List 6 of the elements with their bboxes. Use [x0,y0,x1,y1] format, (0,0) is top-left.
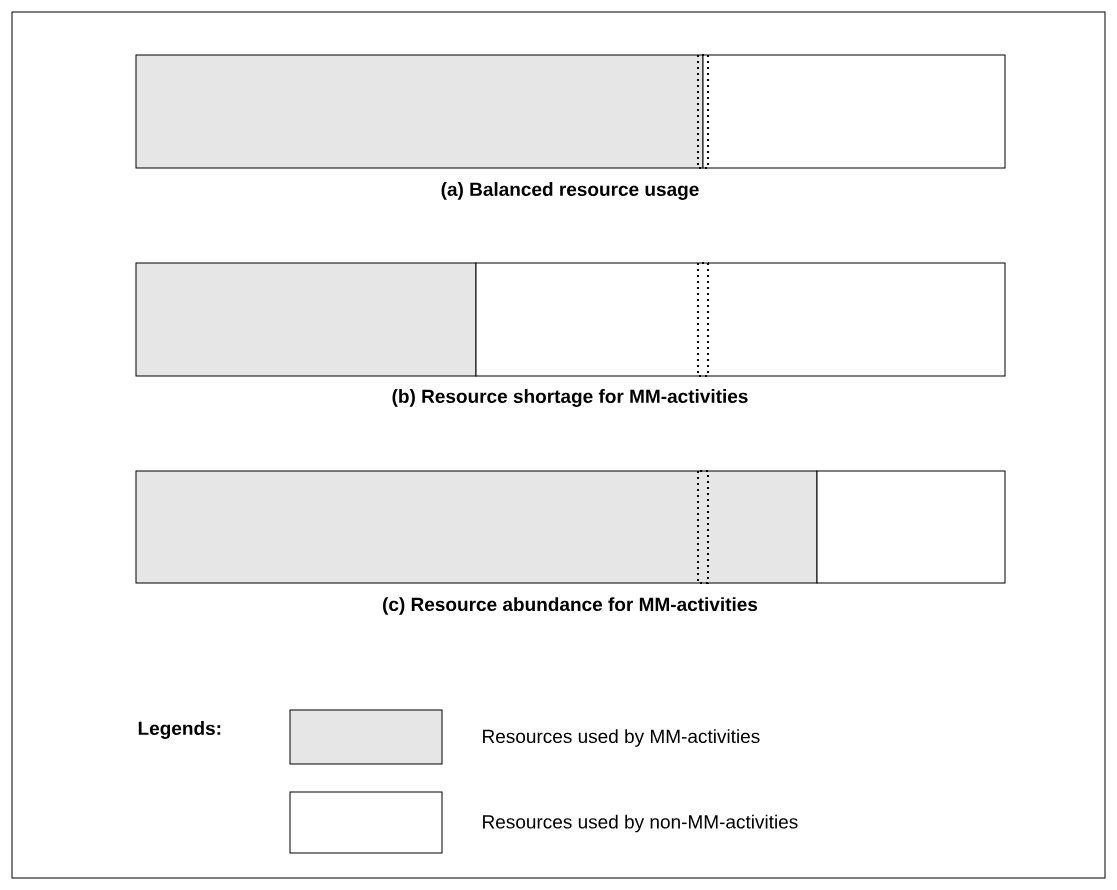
caption: (a) Balanced resource usage [441,182,699,200]
caption: (b) Resource shortage for MM-activities [392,389,748,407]
legend-text: Resources used by MM-activities [483,729,760,747]
caption: (c) Resource abundance for MM-activities [383,597,758,615]
legend-text: Resources used by non-MM-activities [483,814,798,833]
legend-heading: Legends: [138,721,221,739]
